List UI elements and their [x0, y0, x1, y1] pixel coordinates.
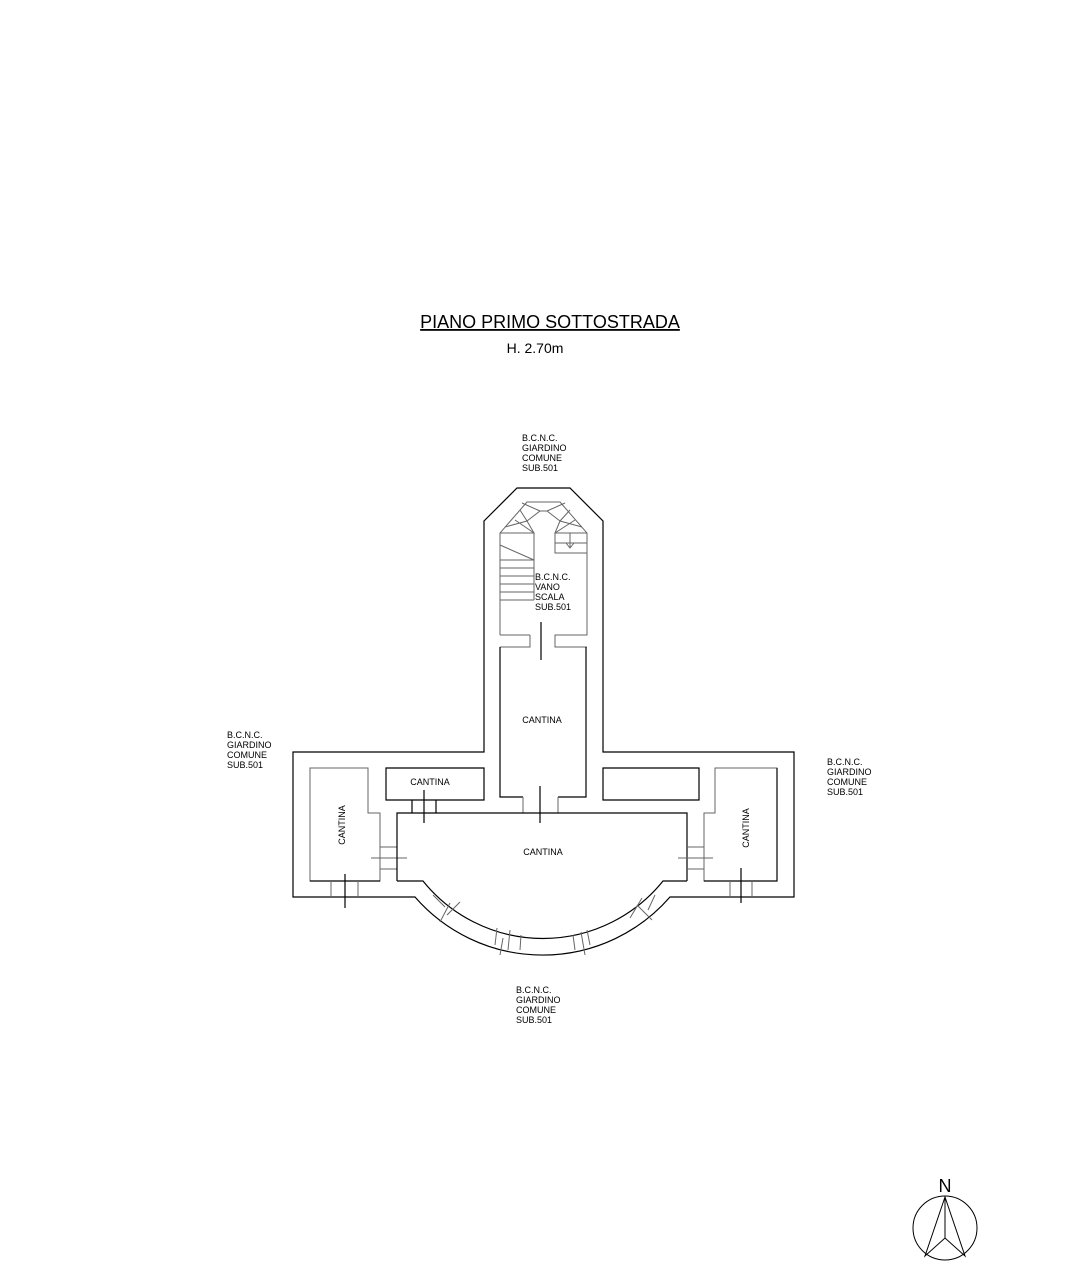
svg-text:GIARDINO: GIARDINO [522, 443, 567, 453]
svg-text:VANO: VANO [535, 582, 560, 592]
arc-windows [432, 894, 656, 956]
svg-text:COMUNE: COMUNE [827, 777, 867, 787]
label-bottom: B.C.N.C. GIARDINO COMUNE SUB.501 [516, 985, 561, 1025]
room-cantina-main [396, 812, 688, 939]
north-arrow-icon: N [912, 1176, 978, 1261]
svg-text:COMUNE: COMUNE [516, 1005, 556, 1015]
room-label: CANTINA [410, 777, 450, 787]
height-label: H. 2.70m [507, 340, 564, 356]
label-top: B.C.N.C. GIARDINO COMUNE SUB.501 [522, 433, 567, 473]
svg-text:COMUNE: COMUNE [522, 453, 562, 463]
svg-text:B.C.N.C.: B.C.N.C. [516, 985, 552, 995]
room-label: CANTINA [523, 847, 563, 857]
outer-wall [292, 487, 795, 956]
north-label: N [939, 1176, 952, 1196]
room-label: CANTINA [522, 715, 562, 725]
staircase [499, 502, 587, 601]
svg-text:SCALA: SCALA [535, 592, 565, 602]
room-upper-right [602, 767, 700, 801]
room-label: CANTINA [741, 808, 751, 848]
stair-partition [500, 634, 556, 648]
room-cantina-upper-left [385, 767, 485, 801]
svg-text:SUB.501: SUB.501 [227, 760, 263, 770]
svg-text:GIARDINO: GIARDINO [227, 740, 272, 750]
svg-text:COMUNE: COMUNE [227, 750, 267, 760]
room-label: CANTINA [337, 805, 347, 845]
svg-text:B.C.N.C.: B.C.N.C. [522, 433, 558, 443]
stair-label: B.C.N.C. VANO SCALA SUB.501 [535, 572, 571, 612]
label-right: B.C.N.C. GIARDINO COMUNE SUB.501 [827, 757, 872, 797]
svg-text:SUB.501: SUB.501 [535, 602, 571, 612]
svg-text:SUB.501: SUB.501 [516, 1015, 552, 1025]
svg-text:B.C.N.C.: B.C.N.C. [827, 757, 863, 767]
svg-text:SUB.501: SUB.501 [522, 463, 558, 473]
svg-text:B.C.N.C.: B.C.N.C. [227, 730, 263, 740]
svg-text:B.C.N.C.: B.C.N.C. [535, 572, 571, 582]
svg-text:GIARDINO: GIARDINO [516, 995, 561, 1005]
label-left: B.C.N.C. GIARDINO COMUNE SUB.501 [227, 730, 272, 770]
room-cantina-central-upper [499, 647, 587, 798]
plan-title: PIANO PRIMO SOTTOSTRADA [420, 312, 680, 332]
svg-text:SUB.501: SUB.501 [827, 787, 863, 797]
svg-text:GIARDINO: GIARDINO [827, 767, 872, 777]
